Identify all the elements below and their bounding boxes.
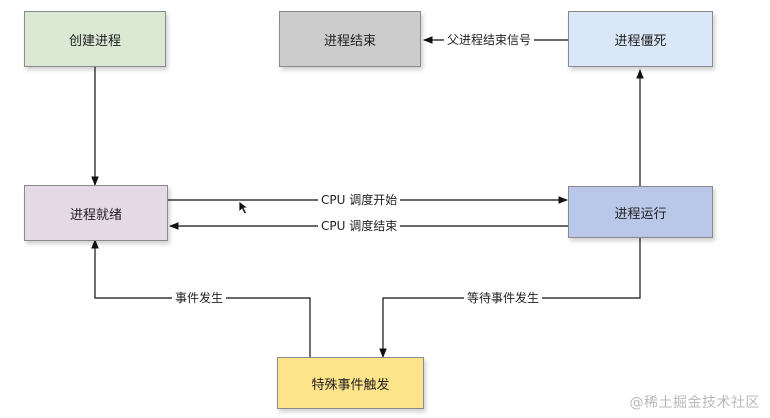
node-process-ended-label: 进程结束: [323, 33, 376, 49]
mouse-pointer-icon: [238, 200, 250, 215]
node-process-ready: 进程就绪: [24, 185, 168, 241]
node-process-running-label: 进程运行: [614, 206, 667, 222]
edge-label-cpu-start: CPU 调度开始: [318, 192, 401, 208]
node-special-event: 特殊事件触发: [277, 357, 424, 409]
node-process-zombie-label: 进程僵死: [614, 33, 667, 49]
node-create-process: 创建进程: [24, 11, 166, 67]
node-process-ended: 进程结束: [279, 11, 421, 67]
node-create-process-label: 创建进程: [68, 33, 121, 49]
node-process-ready-label: 进程就绪: [69, 207, 122, 223]
edge-label-cpu-end: CPU 调度结束: [318, 218, 401, 234]
node-process-running: 进程运行: [568, 186, 713, 238]
watermark-text: @稀土掘金技术社区: [629, 395, 760, 411]
edge-label-wait-event: 等待事件发生: [464, 290, 543, 306]
node-special-event-label: 特殊事件触发: [311, 377, 390, 393]
edge-label-parent-signal: 父进程结束信号: [444, 32, 535, 48]
edge-label-event-occurs: 事件发生: [172, 290, 227, 306]
node-process-zombie: 进程僵死: [568, 11, 713, 67]
